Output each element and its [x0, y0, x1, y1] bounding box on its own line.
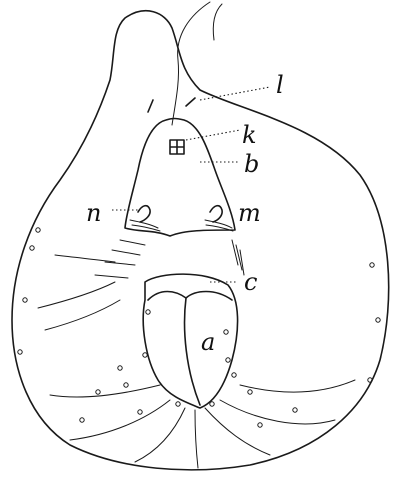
fold-6 [50, 385, 160, 397]
plate-top-lobes [148, 292, 232, 301]
antenna-right [213, 4, 222, 40]
organ-l-left [148, 100, 153, 112]
label-l: l [276, 71, 284, 99]
label-b: b [244, 150, 259, 178]
stripe-left-2 [38, 282, 115, 308]
stripe-left-1 [55, 255, 115, 262]
stripe-left-3 [45, 300, 120, 330]
hatching-c-left [95, 240, 145, 278]
body-outline [12, 11, 389, 470]
leg-m [210, 206, 222, 222]
mouthpart-k [170, 140, 184, 154]
leg-n [138, 206, 150, 222]
fold-1 [135, 408, 185, 462]
plate-midline [185, 298, 200, 405]
leader-k [186, 130, 240, 140]
antenna-left [172, 2, 210, 125]
label-c: c [244, 268, 257, 296]
label-n: n [86, 199, 101, 227]
fold-4 [70, 400, 170, 440]
organ-l-right [186, 98, 195, 106]
label-k: k [242, 121, 257, 149]
fold-5 [220, 400, 335, 424]
fold-7 [240, 380, 355, 392]
hatching-c-right [232, 240, 244, 275]
leader-l [200, 87, 270, 100]
fold-3 [205, 408, 270, 455]
fold-2 [195, 410, 198, 468]
label-a: a [201, 328, 215, 356]
label-m: m [238, 199, 261, 227]
